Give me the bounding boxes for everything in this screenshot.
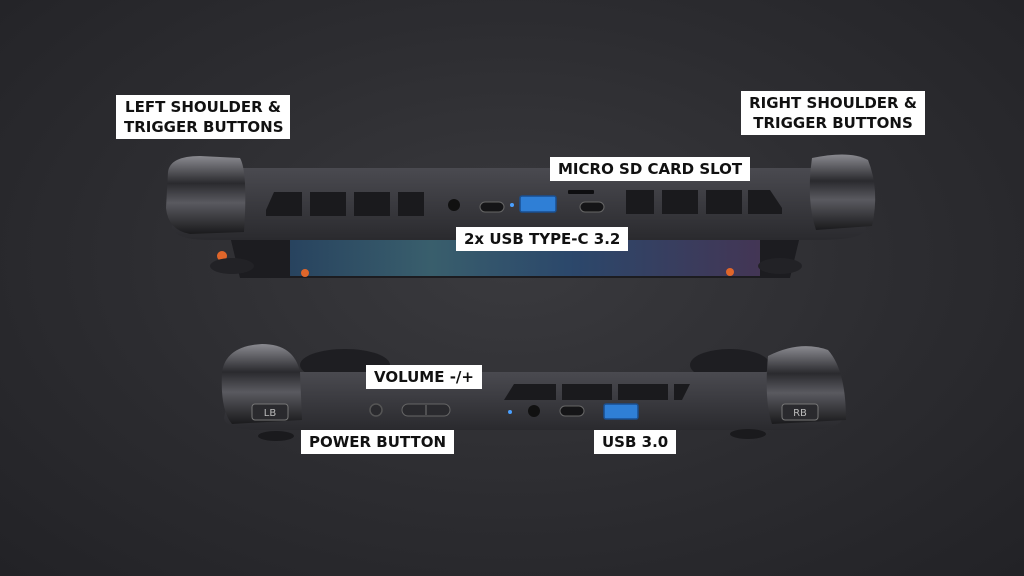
label-microsd-slot: MICRO SD CARD SLOT [550, 157, 751, 181]
left-shoulder-button [166, 156, 246, 234]
orange-accent-right [726, 268, 734, 276]
top-left-stick [210, 258, 254, 274]
label-power-button: POWER BUTTON [301, 430, 455, 454]
top-handheld-device [166, 154, 876, 278]
microsd-slot [568, 190, 594, 194]
top-right-stick [758, 258, 802, 274]
usb-3-port [603, 403, 639, 420]
power-button [369, 403, 383, 417]
label-right-shoulder: RIGHT SHOULDER & TRIGGER BUTTONS [741, 91, 925, 135]
usb-a-port [519, 195, 557, 213]
label-volume: VOLUME -/+ [366, 365, 482, 389]
right-shoulder-button [809, 154, 876, 230]
orange-accent-left-2 [301, 269, 309, 277]
usb-indicator-led [510, 203, 514, 207]
bottom-headphone-jack [528, 405, 540, 417]
bottom-indicator-led [508, 410, 512, 414]
top-left-vents [266, 192, 424, 216]
lb-label: LB [264, 408, 277, 419]
label-right-shoulder-line2: TRIGGER BUTTONS [753, 114, 913, 132]
label-usb-c: 2x USB TYPE-C 3.2 [456, 227, 629, 251]
usb-c-port-2 [579, 201, 605, 213]
rb-button [781, 403, 819, 421]
label-left-shoulder-line1: LEFT SHOULDER & [125, 98, 281, 116]
bottom-left-stick [258, 431, 294, 441]
bottom-right-stick [730, 429, 766, 439]
rb-label: RB [793, 408, 807, 419]
bottom-vents [504, 384, 690, 400]
label-right-shoulder-line1: RIGHT SHOULDER & [749, 94, 917, 112]
lb-button [251, 403, 289, 421]
usb-c-port-1 [479, 201, 505, 213]
bottom-handheld-device: LB RB [221, 344, 846, 441]
label-left-shoulder-line2: TRIGGER BUTTONS [124, 118, 284, 136]
label-left-shoulder: LEFT SHOULDER & TRIGGER BUTTONS [116, 95, 290, 139]
label-usb-3: USB 3.0 [594, 430, 677, 454]
top-right-vents [626, 190, 782, 214]
bottom-usb-c-port [559, 405, 585, 417]
top-headphone-jack [448, 199, 460, 211]
top-device-body [172, 168, 866, 240]
bottom-device-body [224, 372, 842, 430]
